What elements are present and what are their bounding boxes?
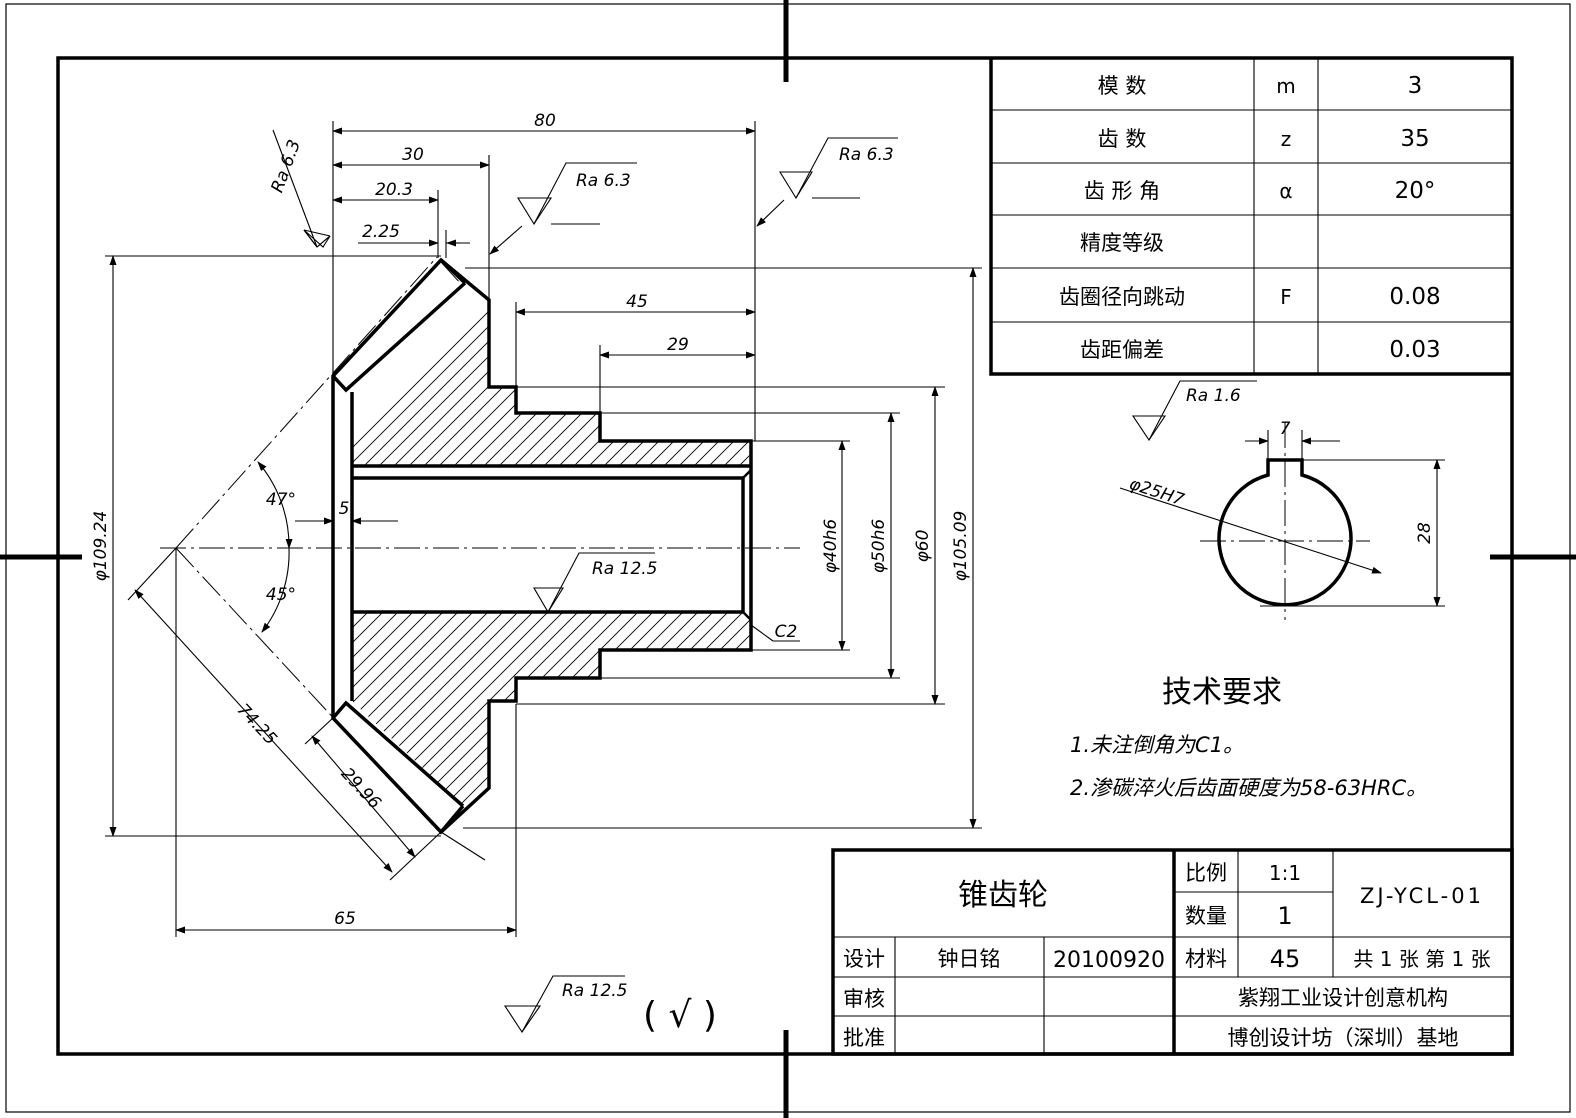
svg-text:Ra 1.6: Ra 1.6 bbox=[1186, 386, 1241, 406]
dim-dia-50: φ50h6 bbox=[869, 519, 889, 574]
roughness-symbol-left: Ra 6.3 bbox=[268, 129, 331, 248]
material-label: 材料 bbox=[1185, 947, 1227, 971]
design-date: 20100920 bbox=[1053, 948, 1165, 973]
param-value: 20° bbox=[1395, 178, 1436, 204]
scale-label: 比例 bbox=[1185, 861, 1227, 885]
dim-key-28: 28 bbox=[1415, 522, 1435, 544]
dim-dia-109: φ109.24 bbox=[91, 511, 111, 582]
dim-30: 30 bbox=[402, 145, 424, 165]
angle-47: 47° bbox=[266, 490, 296, 510]
tech-req-item-2: 2.渗碳淬火后齿面硬度为58-63HRC。 bbox=[1070, 776, 1427, 800]
scale-value: 1:1 bbox=[1269, 861, 1301, 885]
dim-dia-60: φ60 bbox=[913, 530, 933, 563]
param-value: 35 bbox=[1400, 126, 1429, 152]
param-name: 齿圈径向跳动 bbox=[1059, 285, 1185, 309]
qty-value: 1 bbox=[1277, 902, 1292, 930]
param-symbol: m bbox=[1276, 74, 1295, 98]
dim-29: 29 bbox=[667, 335, 689, 355]
design-label: 设计 bbox=[843, 947, 885, 971]
check-mark: ( √ ) bbox=[643, 995, 717, 1036]
param-symbol: F bbox=[1280, 285, 1292, 309]
param-symbol: α bbox=[1279, 179, 1292, 203]
dim-74-25: 74.25 bbox=[233, 700, 281, 749]
extension-lines bbox=[105, 121, 982, 937]
qty-label: 数量 bbox=[1185, 904, 1227, 928]
dim-29-96: 29.96 bbox=[337, 764, 385, 813]
dim-c2: C2 bbox=[775, 622, 798, 642]
org-line-2: 博创设计坊（深圳）基地 bbox=[1228, 1026, 1459, 1050]
check-label: 审核 bbox=[843, 987, 885, 1011]
param-value: 3 bbox=[1408, 73, 1423, 99]
svg-text:Ra 6.3: Ra 6.3 bbox=[839, 145, 894, 165]
dim-key-7: 7 bbox=[1280, 419, 1291, 439]
technical-requirements: 技术要求 1.未注倒角为C1。 2.渗碳淬火后齿面硬度为58-63HRC。 bbox=[1070, 675, 1427, 800]
drawing-number: ZJ-YCL-01 bbox=[1360, 884, 1484, 908]
tech-req-item-1: 1.未注倒角为C1。 bbox=[1070, 733, 1244, 757]
svg-text:Ra 6.3: Ra 6.3 bbox=[576, 171, 631, 191]
sheet-count: 共 1 张 第 1 张 bbox=[1353, 947, 1490, 971]
dim-45: 45 bbox=[626, 292, 648, 312]
dim-2-25: 2.25 bbox=[362, 222, 400, 242]
param-name: 精度等级 bbox=[1080, 231, 1164, 255]
svg-text:Ra 12.5: Ra 12.5 bbox=[562, 981, 628, 1001]
designer-name: 钟日铭 bbox=[938, 947, 1001, 971]
dim-dia-105: φ105.09 bbox=[951, 511, 971, 582]
keyway-section-view: 7 28 φ25H7 Ra 1.6 bbox=[1119, 380, 1445, 620]
bevel-gear-section-view: 80 30 20.3 2.25 45 29 5 47° 45° 65 C2 74… bbox=[91, 111, 982, 937]
dim-dia-40: φ40h6 bbox=[821, 519, 841, 574]
general-roughness-note: Ra 12.5 ( √ ) bbox=[503, 975, 717, 1036]
material-value: 45 bbox=[1270, 945, 1301, 973]
roughness-symbol-right: Ra 6.3 bbox=[756, 137, 898, 227]
param-value: 0.08 bbox=[1389, 284, 1440, 310]
approve-label: 批准 bbox=[843, 1026, 885, 1050]
param-name: 齿 形 角 bbox=[1084, 179, 1160, 203]
dim-65: 65 bbox=[334, 909, 356, 929]
dimension-lines bbox=[109, 127, 977, 934]
roughness-symbol-bore: Ra 12.5 bbox=[533, 552, 658, 614]
param-name: 模 数 bbox=[1098, 74, 1147, 98]
org-line-1: 紫翔工业设计创意机构 bbox=[1238, 986, 1448, 1010]
svg-text:Ra 12.5: Ra 12.5 bbox=[592, 559, 658, 579]
param-symbol: z bbox=[1281, 127, 1292, 151]
param-value: 0.03 bbox=[1389, 337, 1440, 363]
param-name: 齿 数 bbox=[1098, 127, 1147, 151]
dim-80: 80 bbox=[534, 111, 556, 131]
part-name: 锥齿轮 bbox=[958, 878, 1048, 913]
dim-20-3: 20.3 bbox=[375, 180, 413, 200]
title-block: 锥齿轮 比例 1:1 数量 1 ZJ-YCL-01 材料 45 共 1 张 第 … bbox=[831, 848, 1514, 1056]
tech-req-title: 技术要求 bbox=[1162, 675, 1282, 710]
frame-border bbox=[56, 56, 1514, 1056]
svg-text:Ra 6.3: Ra 6.3 bbox=[268, 137, 305, 195]
param-name: 齿距偏差 bbox=[1080, 338, 1164, 362]
angle-45: 45° bbox=[266, 585, 296, 605]
roughness-symbol-keyway: Ra 1.6 bbox=[1131, 380, 1257, 441]
dim-5: 5 bbox=[339, 499, 350, 519]
roughness-symbol-top: Ra 6.3 bbox=[489, 162, 637, 255]
dim-bore: φ25H7 bbox=[1127, 474, 1187, 511]
